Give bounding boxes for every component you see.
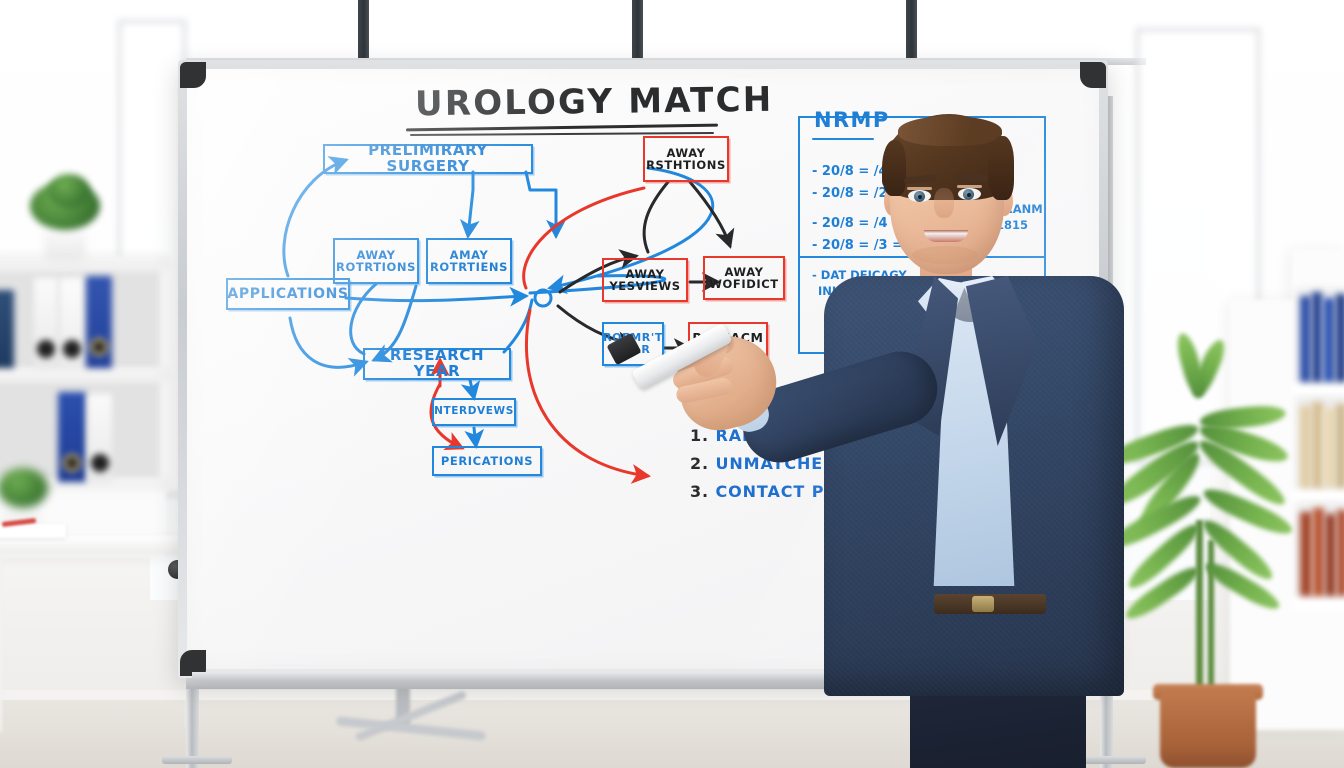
node-label: PRELIMIRARY SURGERY xyxy=(368,141,488,175)
book xyxy=(1324,408,1335,488)
node-label-line2: YESVIEWS xyxy=(609,279,681,293)
book xyxy=(1313,508,1324,596)
soap-item-number: 2. xyxy=(690,454,710,473)
frame-corner-top-right xyxy=(1080,62,1106,88)
eye-left xyxy=(908,190,931,202)
node-label: PERICATIONS xyxy=(440,453,534,468)
nose xyxy=(934,188,954,218)
shelf-board xyxy=(0,368,168,381)
node-label-line2: RSTHTIONS xyxy=(646,158,726,172)
binder xyxy=(88,394,112,482)
paper-sheet xyxy=(0,524,66,538)
binder xyxy=(34,278,58,368)
eyelid-right xyxy=(957,185,982,188)
chin xyxy=(912,246,978,264)
book xyxy=(1300,406,1311,488)
presenter xyxy=(606,70,1166,768)
eyelid-left xyxy=(907,187,932,190)
node-label-line2: ROTRTIENS xyxy=(429,260,509,274)
node-label-line2: ROTRTIONS xyxy=(335,260,417,274)
frame-corner-top-left xyxy=(180,62,206,88)
binder xyxy=(60,278,84,368)
shelf-board xyxy=(0,256,168,270)
node-away-rotations-right[interactable]: AMAY ROTRTIENS xyxy=(426,238,512,284)
window-mullion xyxy=(906,0,917,62)
node-label-line2: WOFIDICT xyxy=(709,277,779,291)
hair-sweep xyxy=(898,116,1002,146)
book xyxy=(1336,294,1344,382)
bookcase-shelf xyxy=(1292,384,1344,396)
frame-corner-bottom-left xyxy=(180,650,206,676)
node-applications[interactable]: APPLICATIONS xyxy=(226,278,350,310)
node-perications[interactable]: PERICATIONS xyxy=(432,446,542,476)
binder xyxy=(0,290,14,368)
marker-tray xyxy=(192,672,1092,681)
bookcase-shelf xyxy=(1292,490,1344,502)
window-mullion xyxy=(358,0,369,62)
book xyxy=(1300,512,1312,596)
node-away-workdict[interactable]: AWAY WOFIDICT xyxy=(703,256,785,300)
book xyxy=(1323,298,1335,382)
soap-item-number: 1. xyxy=(690,426,710,445)
book xyxy=(1312,292,1322,382)
node-label: NTERDVEWS xyxy=(434,405,514,418)
hair-side-right xyxy=(988,136,1014,200)
book xyxy=(1300,296,1311,382)
mouth xyxy=(924,230,968,242)
node-research-year[interactable]: RESEARCH YEAR xyxy=(363,346,511,380)
book xyxy=(1312,402,1323,488)
book xyxy=(1336,404,1344,488)
soap-item-number: 3. xyxy=(690,482,710,501)
node-label: APPLICATIONS xyxy=(227,285,349,302)
node-label: RESEARCH YEAR xyxy=(389,346,485,380)
node-away-reviews[interactable]: AWAY YESVIEWS xyxy=(602,258,688,302)
binder xyxy=(58,392,86,482)
belt-buckle xyxy=(972,596,994,612)
node-preliminary-surgery[interactable]: PRELIMIRARY SURGERY xyxy=(323,141,533,175)
whiteboard-title: UROLOGY MATCH xyxy=(414,79,774,125)
book xyxy=(1325,514,1336,596)
binder xyxy=(86,276,112,368)
window-mullion xyxy=(632,0,643,62)
node-away-rotations-red[interactable]: AWAY RSTHTIONS xyxy=(643,136,729,182)
hair-side-left xyxy=(882,140,906,196)
book xyxy=(1337,510,1344,596)
eye-right xyxy=(958,188,981,200)
node-interviews[interactable]: NTERDVEWS xyxy=(432,398,516,426)
bookcase-shelf xyxy=(1292,598,1344,610)
